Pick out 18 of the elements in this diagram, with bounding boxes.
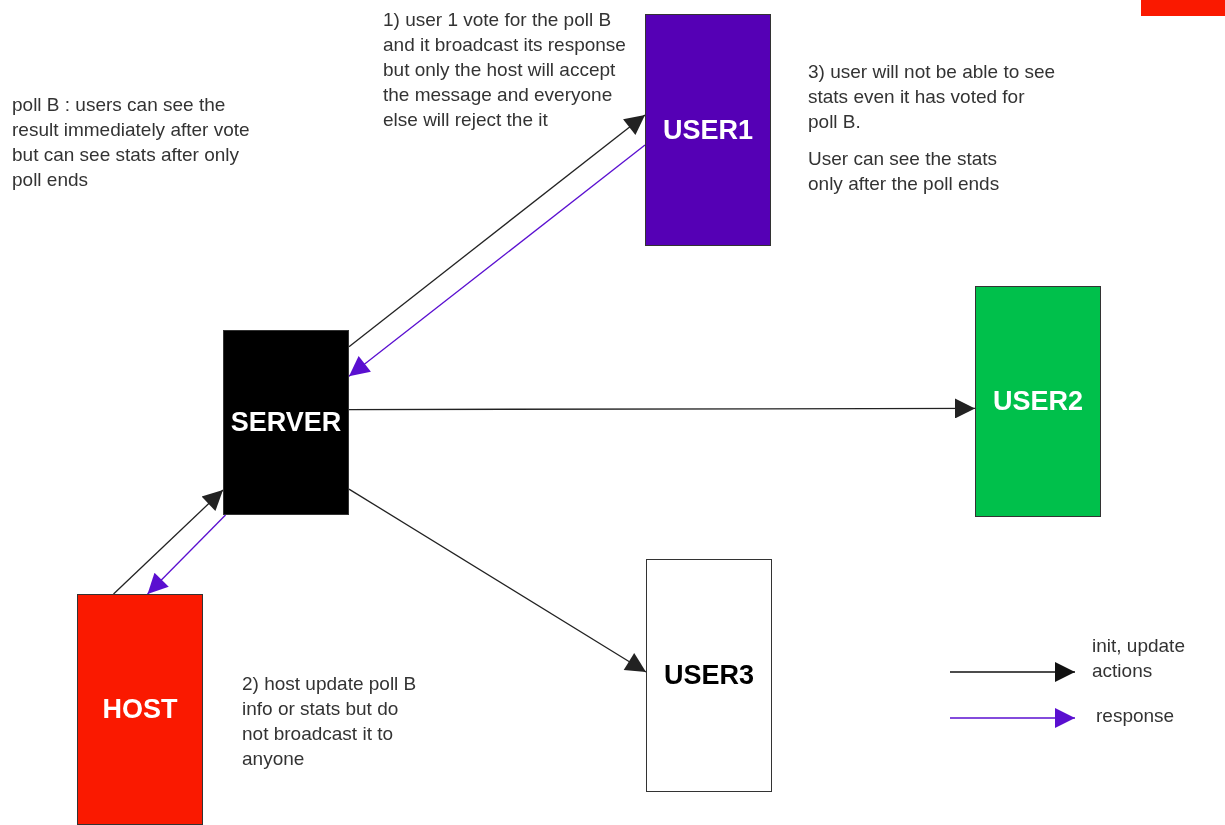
note-text: poll B : users can see the result immediately after vote but can see stats after only poll ends [12, 93, 251, 192]
arrow [348, 144, 646, 377]
note-text: 1) user 1 vote for the poll B and it broadcast its response but only the host will accept the message and everyone else will reject the it [383, 8, 627, 132]
user-box: USER3 [646, 559, 772, 792]
user-box: USER1 [645, 14, 771, 246]
host-box: HOST [77, 594, 203, 825]
arrow [348, 398, 976, 419]
legend-text: response [1096, 704, 1176, 728]
arrow [146, 514, 227, 595]
note-text: 2) host update poll B info or stats but do not broadcast it to anyone [242, 672, 418, 771]
note-text: User can see the stats only after the poll ends [808, 147, 1001, 196]
user-box: USER2 [975, 286, 1101, 517]
legend-text: init, update actions [1092, 634, 1186, 683]
arrow [112, 489, 224, 595]
arrow [348, 114, 646, 348]
note-text: 3) user will not be able to see stats even it has voted for poll B. [808, 60, 1057, 134]
arrow [348, 488, 647, 673]
server-box: SERVER [223, 330, 349, 515]
